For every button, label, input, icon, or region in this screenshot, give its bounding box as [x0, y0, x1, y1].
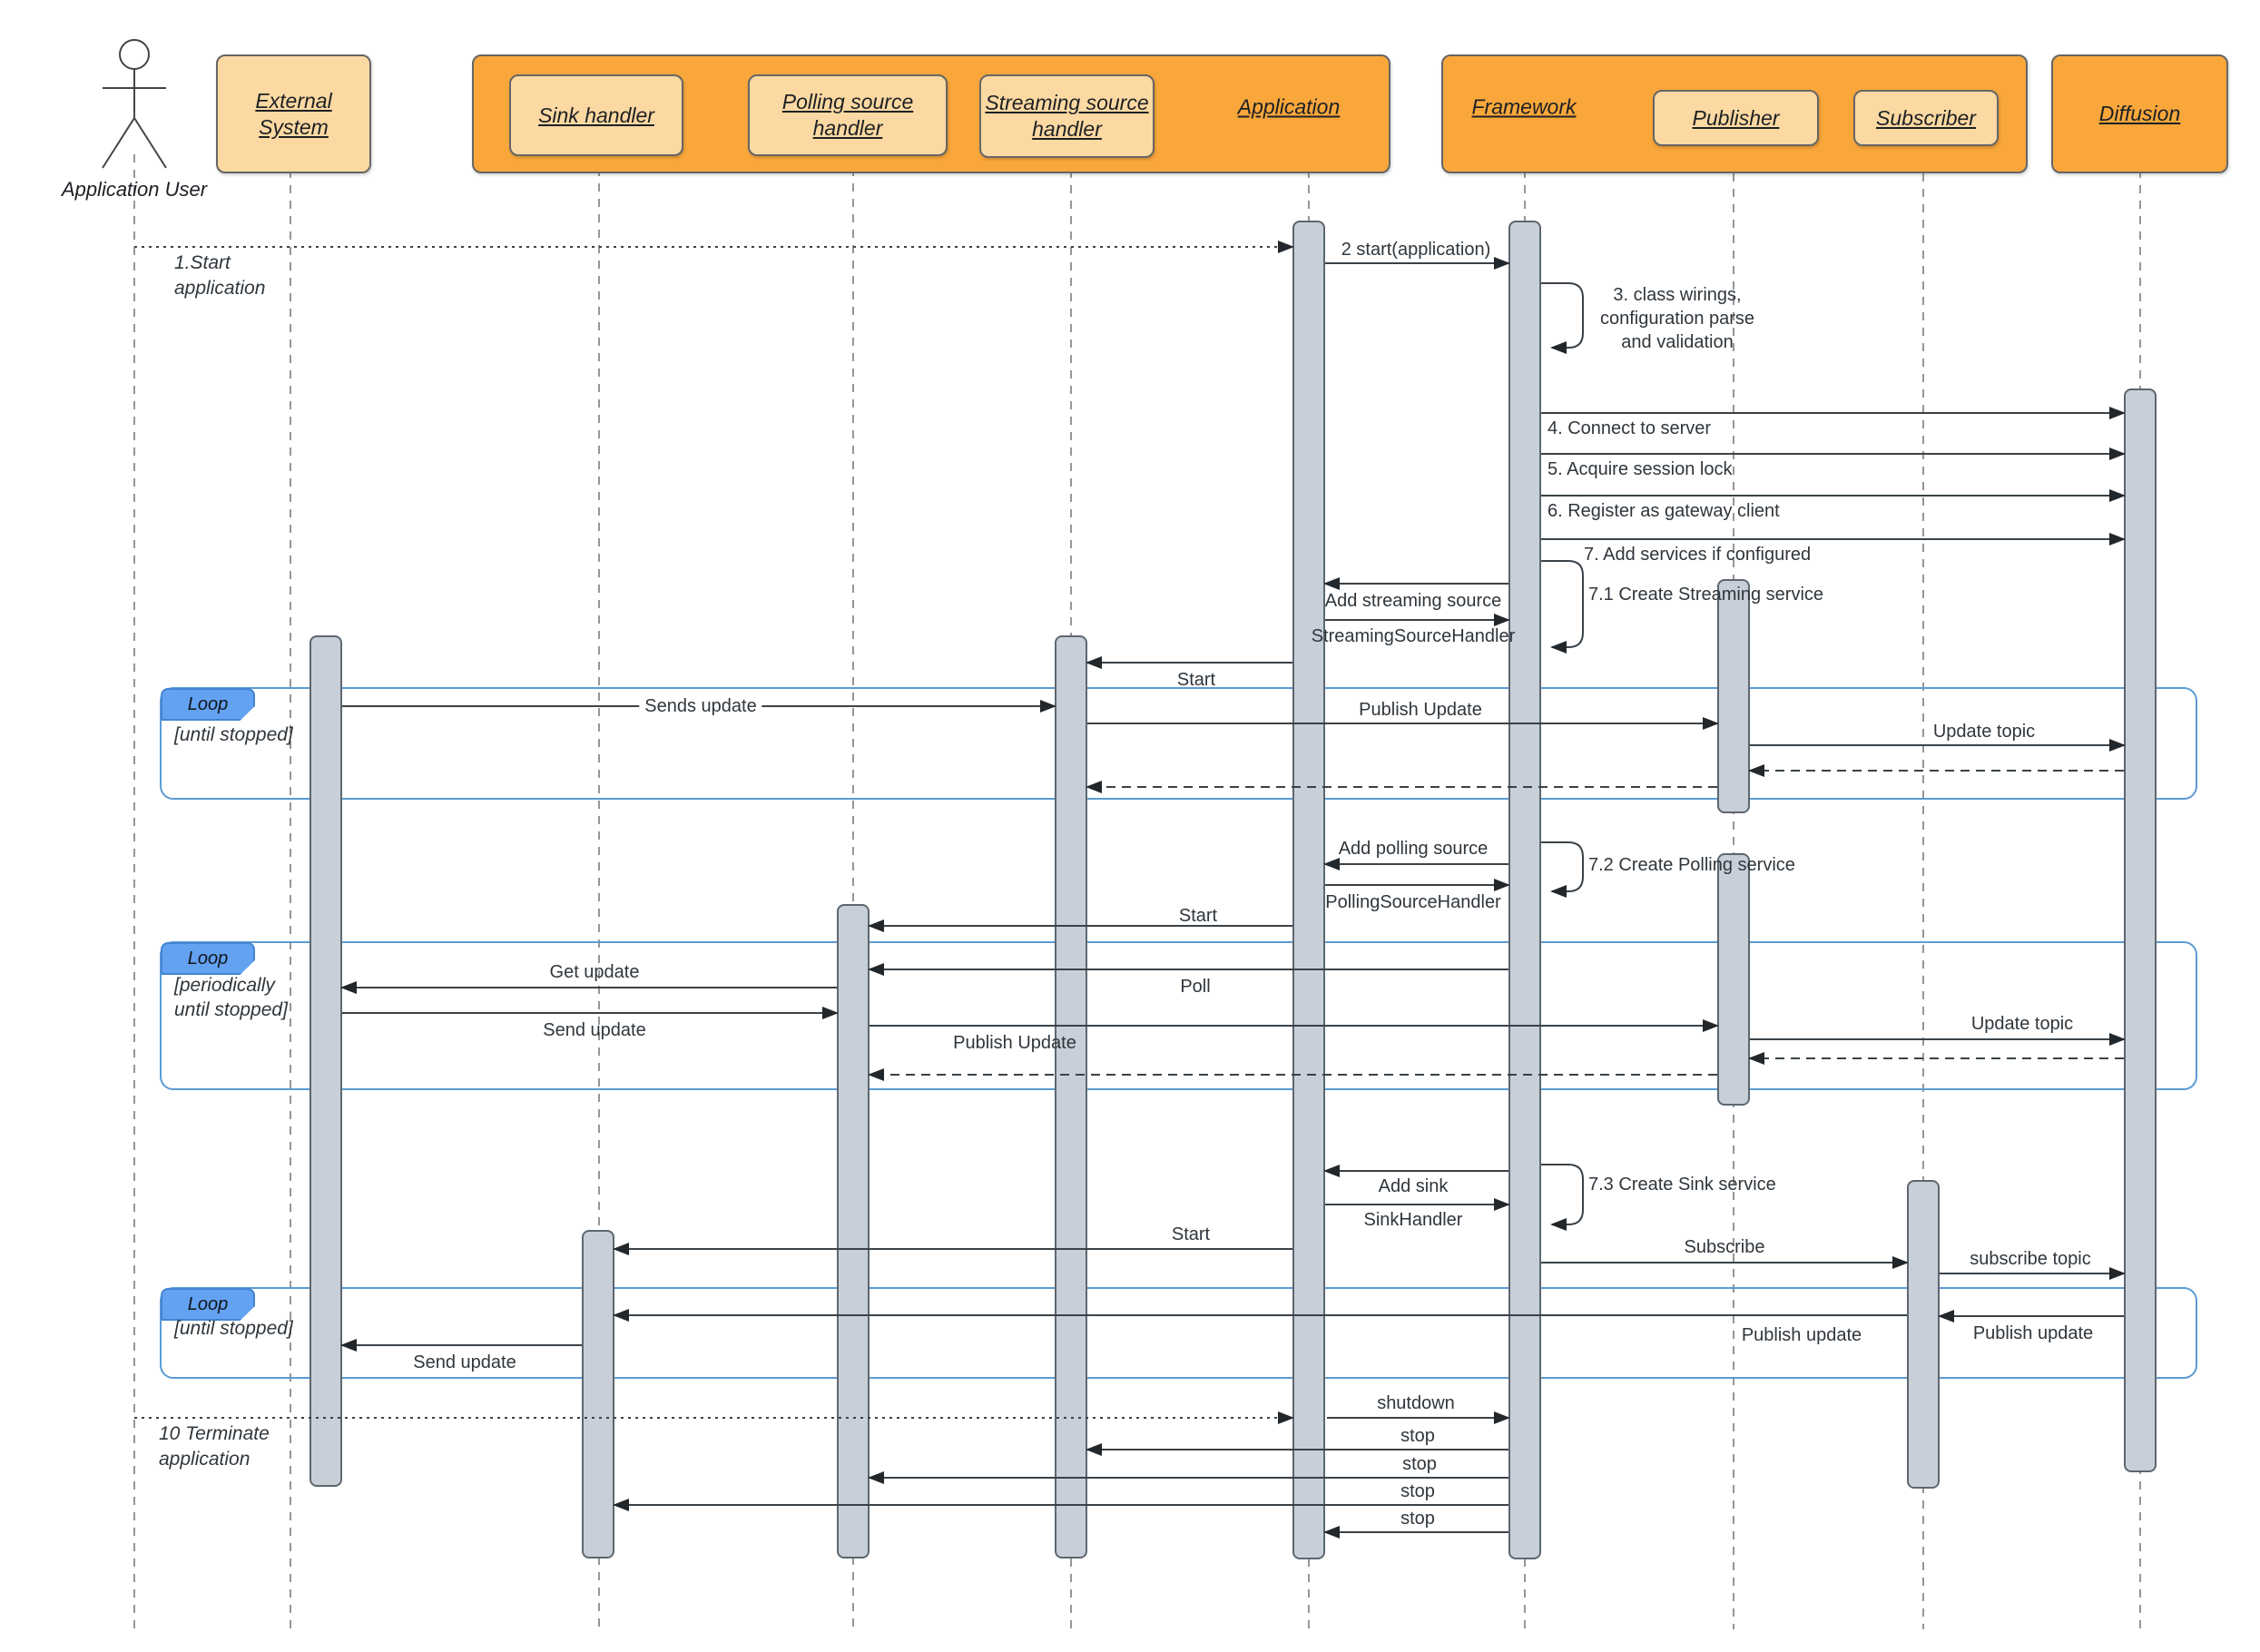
loop-3-frame — [160, 1287, 2197, 1379]
msg-publish-update-streaming-label: Publish Update — [1359, 700, 1482, 720]
loop-2-condition: [periodically until stopped] — [174, 975, 288, 1021]
msg-subscribe-topic-label: subscribe topic — [1970, 1249, 2091, 1269]
application-group-label: Application — [1237, 94, 1341, 119]
msg-shutdown-label: shutdown — [1377, 1393, 1455, 1413]
note-terminate-application: 10 Terminate application — [159, 1423, 270, 1470]
msg-stop-application-label: stop — [1400, 1509, 1435, 1529]
msg-add-services-label: 7. Add services if configured — [1584, 545, 1812, 565]
activation-application — [1292, 221, 1325, 1559]
msg-send-update-polling-label: Send update — [543, 1020, 646, 1040]
diffusion-label: Diffusion — [2098, 102, 2181, 126]
self-class-wirings — [1541, 282, 1584, 354]
msg-connect-to-server-label: 4. Connect to server — [1548, 418, 1712, 438]
msg-start-polling-label: Start — [1178, 906, 1218, 926]
msg-send-update-sink-label: Send update — [413, 1352, 516, 1372]
msg-polling-source-handler-label: PollingSourceHandler — [1325, 892, 1501, 912]
msg-publish-update-polling-label: Publish Update — [953, 1033, 1076, 1053]
msg-subscribe-label: Subscribe — [1684, 1237, 1765, 1257]
activation-external-system — [310, 635, 342, 1487]
msg-stop-streaming-label: stop — [1400, 1426, 1435, 1446]
msg-add-polling-source-label: Add polling source — [1338, 839, 1489, 859]
msg-acquire-session-lock-label: 5. Acquire session lock — [1548, 459, 1733, 479]
msg-sink-handler-label: SinkHandler — [1363, 1210, 1463, 1230]
self-create-sink-service — [1541, 1164, 1584, 1231]
activation-framework — [1508, 221, 1541, 1559]
msg-publish-update-subscriber-label: Publish update — [1741, 1325, 1862, 1345]
external-system-label: External System — [255, 88, 332, 139]
publisher-label: Publisher — [1692, 105, 1780, 130]
sink-handler-label: Sink handler — [538, 103, 654, 127]
activation-diffusion — [2124, 388, 2157, 1472]
activation-subscriber — [1907, 1180, 1940, 1489]
self-class-wirings-label: 3. class wirings, configuration parse an… — [1599, 285, 1755, 352]
loop-3-condition: [until stopped] — [174, 1318, 293, 1339]
subscriber-label: Subscriber — [1876, 105, 1976, 130]
msg-start-streaming-label: Start — [1176, 670, 1216, 690]
msg-stop-polling-label: stop — [1402, 1454, 1437, 1474]
loop-2-badge: Loop — [161, 942, 255, 975]
self-create-streaming-service-label: 7.1 Create Streaming service — [1588, 585, 1824, 605]
framework-group-label: Framework — [1471, 94, 1577, 119]
activation-sink-handler — [582, 1230, 614, 1559]
msg-get-update-label: Get update — [549, 962, 640, 982]
polling-source-handler-label: Polling source handler — [781, 90, 914, 140]
msg-register-gateway-client-label: 6. Register as gateway client — [1548, 501, 1780, 521]
loop-2-frame — [160, 941, 2197, 1090]
msg-update-topic-1-label: Update topic — [1932, 722, 2036, 742]
msg-update-topic-2-label: Update topic — [1970, 1014, 2074, 1034]
diffusion: Diffusion — [2051, 54, 2228, 173]
msg-add-streaming-source-label: Add streaming source — [1324, 591, 1502, 611]
loop-1-frame — [160, 687, 2197, 800]
polling-source-handler: Polling source handler — [748, 74, 948, 156]
msg-start-app-call-label: 2 start(application) — [1341, 240, 1491, 260]
loop-1-condition: [until stopped] — [174, 724, 293, 745]
activation-publisher-2 — [1717, 853, 1750, 1106]
msg-add-sink-label: Add sink — [1378, 1176, 1449, 1196]
publisher: Publisher — [1653, 90, 1819, 146]
activation-polling-source-handler — [837, 904, 870, 1559]
loop-2-badge-label: Loop — [187, 948, 229, 969]
activation-streaming-source-handler — [1055, 635, 1087, 1559]
loop-3-badge-label: Loop — [187, 1293, 229, 1314]
msg-poll-label: Poll — [1180, 977, 1211, 997]
streaming-source-handler-label: Streaming source handler — [985, 91, 1149, 141]
note-start-application: 1.Start application — [174, 252, 266, 300]
external-system: External System — [216, 54, 371, 173]
application-user-icon — [102, 39, 167, 169]
application-user-label: Application User — [61, 178, 208, 201]
loop-3-badge: Loop — [161, 1288, 255, 1321]
activation-publisher-1 — [1717, 579, 1750, 813]
subscriber: Subscriber — [1853, 90, 1999, 146]
self-create-polling-service — [1541, 841, 1584, 898]
streaming-source-handler: Streaming source handler — [979, 74, 1155, 158]
self-create-sink-service-label: 7.3 Create Sink service — [1588, 1175, 1776, 1195]
self-create-streaming-service — [1541, 560, 1584, 654]
msg-start-sink-label: Start — [1171, 1224, 1211, 1244]
msg-publish-update-diffusion-label: Publish update — [1972, 1323, 2094, 1343]
loop-1-badge-label: Loop — [187, 693, 229, 714]
sink-handler: Sink handler — [509, 74, 683, 156]
msg-streaming-source-handler-label: StreamingSourceHandler — [1311, 626, 1516, 646]
msg-sends-update-label: Sends update — [639, 694, 762, 718]
self-create-polling-service-label: 7.2 Create Polling service — [1588, 855, 1795, 875]
msg-stop-sink-label: stop — [1400, 1481, 1435, 1501]
loop-1-badge: Loop — [161, 688, 255, 721]
